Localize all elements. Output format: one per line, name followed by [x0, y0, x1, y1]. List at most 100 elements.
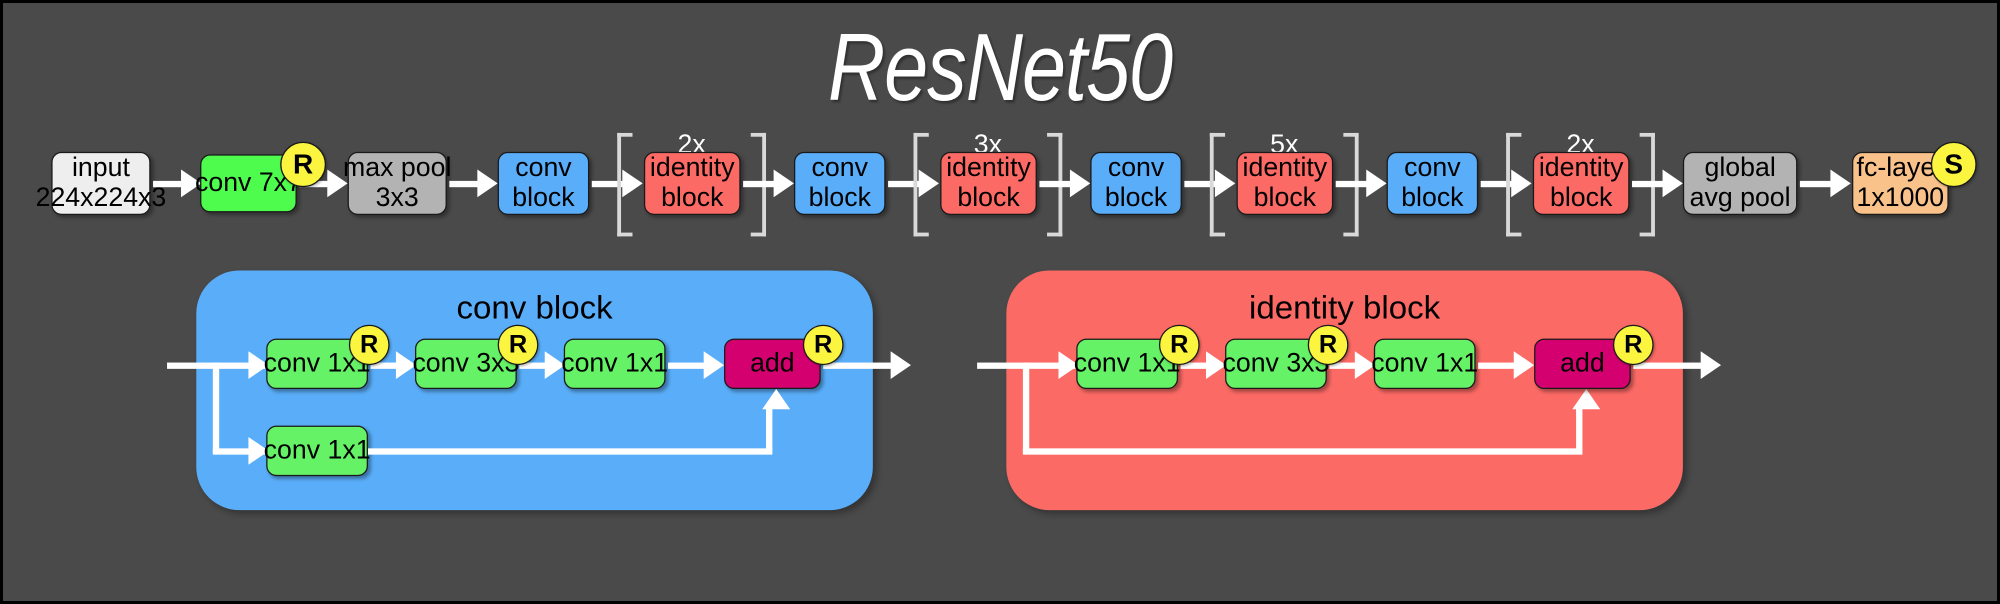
pipeline-node-fclayer[interactable]: fc-layer 1x1000 — [1852, 151, 1949, 215]
arrow-head-right-icon — [773, 169, 794, 198]
node-line: identity — [1242, 153, 1328, 183]
conv-block-skip-branch-line — [212, 362, 220, 454]
identity-block-skip-line — [1022, 448, 1583, 455]
arrow-head-right-icon — [544, 351, 566, 379]
node-line: block — [1253, 183, 1317, 213]
relu-badge-icon: R — [1307, 324, 1349, 366]
node-line: identity — [1538, 153, 1624, 183]
relu-badge-icon: R — [1158, 324, 1200, 366]
node-line: block — [957, 183, 1020, 213]
node-line: input — [71, 153, 130, 183]
arrow-head-right-icon — [1214, 169, 1236, 198]
node-line: conv — [1404, 153, 1461, 183]
conv-block-node-conv1x1-b[interactable]: conv 1x1 — [561, 338, 669, 390]
relu-badge-icon: R — [348, 324, 390, 366]
arrow-head-right-icon — [1058, 351, 1079, 379]
node-line: conv 1x1 — [1371, 348, 1479, 378]
pipeline-node-maxpool[interactable]: max pool 3x3 — [343, 151, 451, 215]
arrow-head-right-icon — [1830, 169, 1851, 198]
node-line: block — [1104, 183, 1168, 213]
arrow-head-up-icon — [1572, 389, 1601, 410]
arrow-line — [888, 180, 922, 188]
pipeline-node-convblock-2[interactable]: conv block — [793, 151, 886, 215]
arrow-head-right-icon — [918, 169, 939, 198]
repeat-bracket-left — [1506, 132, 1522, 237]
node-line: global — [1704, 153, 1776, 183]
node-line: add — [1560, 348, 1605, 378]
node-line: conv — [811, 153, 868, 183]
pipeline-node-convblock-3[interactable]: conv block — [1090, 151, 1182, 215]
pipeline-node-globalavgpool[interactable]: global avg pool — [1682, 151, 1798, 215]
relu-badge-icon: R — [497, 324, 539, 366]
arrow-line — [1335, 180, 1372, 188]
node-line: identity — [649, 153, 735, 183]
arrow-head-right-icon — [1354, 351, 1376, 379]
node-line: block — [1401, 183, 1464, 213]
arrow-head-right-icon — [703, 351, 725, 379]
arrow-line — [370, 362, 399, 369]
node-line: block — [808, 183, 871, 213]
node-line: max pool — [343, 153, 452, 183]
pipeline-node-convblock-4[interactable]: conv block — [1386, 151, 1479, 215]
arrow-line — [1478, 362, 1517, 369]
conv-block-node-conv1x1-a[interactable]: conv 1x1 — [264, 338, 371, 390]
softmax-badge-icon: S — [1930, 141, 1977, 188]
arrow-line — [449, 180, 480, 188]
conv-block-skip-line — [212, 448, 274, 455]
pipeline-node-input[interactable]: input 224x224x3 — [36, 151, 166, 215]
identity-block-node-conv1x1-a[interactable]: conv 1x1 — [1074, 338, 1181, 390]
identity-block-output-line — [1633, 362, 1713, 369]
arrow-head-right-icon — [1662, 169, 1683, 198]
identity-block-skip-branch-line — [1022, 362, 1030, 454]
arrow-head-right-icon — [1511, 169, 1532, 198]
arrow-head-right-icon — [1366, 169, 1387, 198]
identity-block-input-line — [977, 362, 1084, 369]
identity-block-detail-panel: identity block — [1006, 270, 1683, 511]
identity-block-skip-riser-line — [1576, 406, 1583, 450]
arrow-head-right-icon — [890, 351, 911, 379]
page-title: ResNet50 — [827, 14, 1173, 122]
pipeline-node-convblock-1[interactable]: conv block — [497, 151, 590, 215]
arrow-line — [153, 180, 184, 188]
node-line: conv 1x1 — [561, 348, 669, 378]
arrow-line — [1180, 362, 1209, 369]
arrow-head-right-icon — [1513, 351, 1535, 379]
arrow-head-right-icon — [248, 351, 269, 379]
node-line: conv 1x1 — [263, 436, 371, 466]
conv-block-output-line — [823, 362, 903, 369]
repeat-bracket-left — [617, 132, 633, 237]
arrow-line — [1480, 180, 1514, 188]
node-line: 224x224x3 — [35, 183, 167, 213]
arrow-head-up-icon — [762, 389, 791, 410]
node-line: identity — [946, 153, 1031, 183]
node-line: block — [1549, 183, 1613, 213]
node-line: 1x1000 — [1856, 183, 1945, 213]
pipeline-node-identityblock-3[interactable]: identity block — [1236, 151, 1334, 215]
node-line: 3x3 — [375, 183, 419, 213]
node-line: fc-layer — [1856, 153, 1945, 183]
conv-block-input-line — [167, 362, 274, 369]
arrow-head-right-icon — [327, 169, 348, 198]
node-line: avg pool — [1689, 183, 1791, 213]
arrow-head-right-icon — [1069, 169, 1091, 198]
arrow-line — [743, 180, 779, 188]
conv-block-panel-title: conv block — [456, 288, 613, 326]
repeat-bracket-left — [913, 132, 929, 237]
pipeline-node-identityblock-1[interactable]: identity block — [643, 151, 741, 215]
conv-block-skip-riser-line — [766, 406, 773, 450]
node-line: block — [512, 183, 575, 213]
conv-block-node-skip-conv1x1[interactable]: conv 1x1 — [263, 425, 371, 477]
arrow-line — [1632, 180, 1668, 188]
relu-badge-icon: R — [1612, 324, 1654, 366]
arrow-line — [1329, 362, 1358, 369]
identity-block-node-conv1x1-b[interactable]: conv 1x1 — [1371, 338, 1479, 390]
pipeline-node-identityblock-4[interactable]: identity block — [1532, 151, 1630, 215]
node-line: add — [750, 348, 795, 378]
arrow-line — [591, 180, 625, 188]
conv-block-node-add[interactable]: add — [724, 338, 821, 390]
identity-block-panel-title: identity block — [1249, 288, 1441, 326]
pipeline-node-identityblock-2[interactable]: identity block — [940, 151, 1037, 215]
arrow-head-right-icon — [1206, 351, 1227, 379]
arrow-line — [519, 362, 548, 369]
